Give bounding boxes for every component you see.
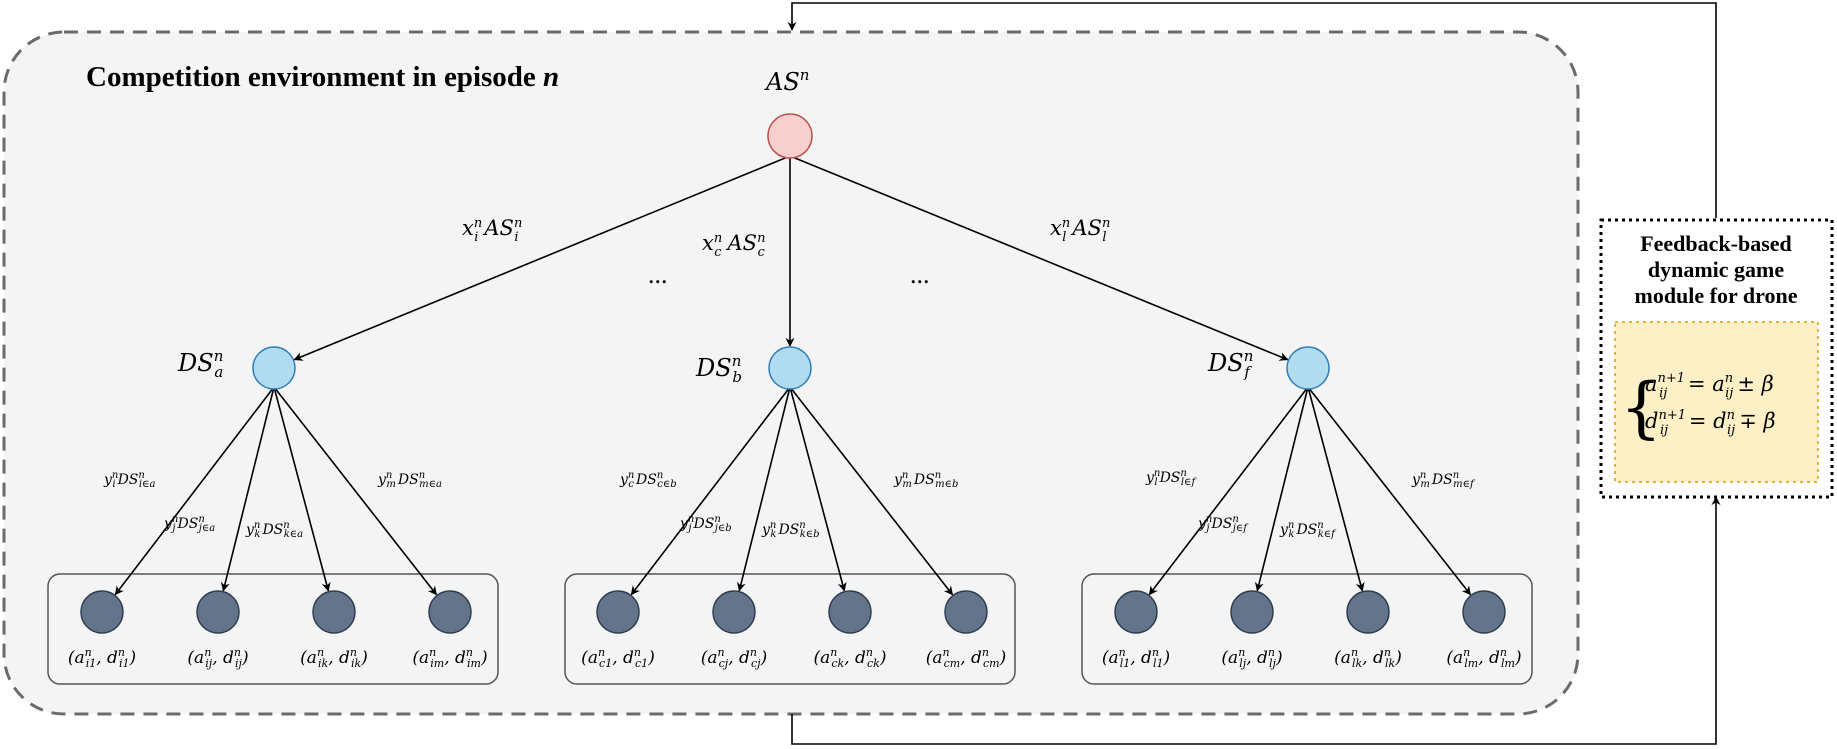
edge-ds-f-to-leaf-lm bbox=[1307, 386, 1472, 596]
leaf-group-box-b bbox=[564, 573, 1016, 685]
leaf-node-cm bbox=[944, 590, 988, 634]
edge-ds-b-to-leaf-ck bbox=[789, 386, 847, 592]
leaf-group-box-a bbox=[47, 573, 499, 685]
ds-node-b bbox=[768, 346, 812, 390]
edges-layer bbox=[114, 155, 1472, 596]
leaf-node-l1 bbox=[1114, 590, 1158, 634]
ellipsis-right: ... bbox=[910, 260, 930, 289]
feedback-title-line-1: Feedback-based bbox=[1640, 231, 1792, 256]
leaf-node-ij bbox=[196, 590, 240, 634]
feedback-title-line-2: dynamic game bbox=[1648, 257, 1785, 282]
leaf-node-lj bbox=[1230, 590, 1274, 634]
as-root-label: ASn bbox=[764, 66, 809, 96]
edge-ds-a-to-leaf-im bbox=[273, 386, 438, 596]
edge-ds-f-to-leaf-lj bbox=[1254, 386, 1309, 592]
ellipsis-left: ... bbox=[648, 260, 668, 289]
as-root-node bbox=[767, 113, 813, 159]
edge-ds-b-to-leaf-cj bbox=[736, 386, 791, 592]
leaf-node-i1 bbox=[80, 590, 124, 634]
edge-root-to-ds-f bbox=[789, 155, 1289, 361]
leaf-node-c1 bbox=[596, 590, 640, 634]
leaf-node-im bbox=[428, 590, 472, 634]
ds-node-f bbox=[1286, 346, 1330, 390]
edge-ds-a-to-leaf-ij bbox=[220, 386, 275, 592]
edge-ds-a-to-leaf-i1 bbox=[114, 386, 275, 596]
edge-ds-f-to-leaf-l1 bbox=[1148, 386, 1309, 596]
leaf-node-lk bbox=[1346, 590, 1390, 634]
leaf-node-lm bbox=[1462, 590, 1506, 634]
edge-ds-f-to-leaf-lk bbox=[1307, 386, 1365, 592]
feedback-title-line-3: module for drone bbox=[1635, 283, 1798, 308]
edge-root-to-ds-a bbox=[293, 155, 791, 361]
edge-ds-b-to-leaf-c1 bbox=[630, 386, 791, 596]
leaf-node-ck bbox=[828, 590, 872, 634]
environment-title: Competition environment in episode n bbox=[86, 61, 559, 93]
feedback-equation-box bbox=[1614, 321, 1819, 483]
leaf-node-cj bbox=[712, 590, 756, 634]
edge-ds-a-to-leaf-ik bbox=[273, 386, 331, 592]
edge-ds-b-to-leaf-cm bbox=[789, 386, 954, 596]
leaf-node-ik bbox=[312, 590, 356, 634]
feedback-loop-bottom-line bbox=[791, 496, 1721, 745]
equation-brace: { bbox=[1620, 369, 1662, 446]
feedback-loop-top-line bbox=[787, 2, 1717, 218]
leaf-group-box-f bbox=[1081, 573, 1533, 685]
ds-node-a bbox=[252, 346, 296, 390]
